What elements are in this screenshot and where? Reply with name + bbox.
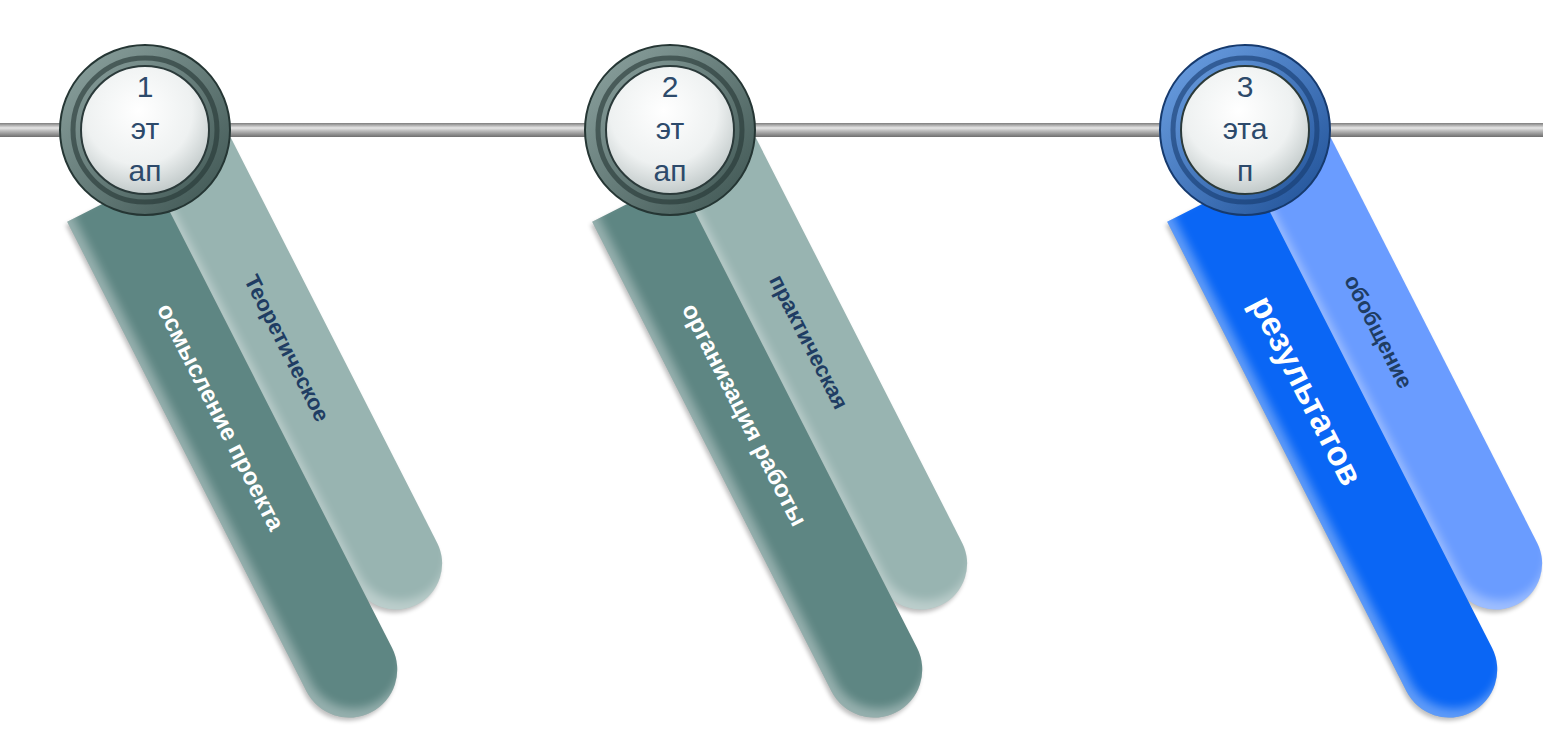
stage-label: 3 эта п (1221, 66, 1269, 192)
outer-ring (60, 45, 230, 215)
timeline-bar (1300, 123, 1543, 137)
timeline-connector (229, 123, 586, 137)
stage-circle: 3 эта п (1159, 44, 1331, 216)
stage-circle: 2 эт ап (584, 44, 756, 216)
ring-groove (73, 58, 217, 202)
inner-disc (81, 66, 209, 194)
ring-groove (1173, 58, 1317, 202)
inner-disc (606, 66, 734, 194)
stage-label: 2 эт ап (646, 66, 694, 192)
inner-disc (1181, 66, 1309, 194)
timeline-connector (754, 123, 1161, 137)
outer-ring (585, 45, 755, 215)
stage-label: 1 эт ап (121, 66, 169, 192)
outer-ring (1160, 45, 1330, 215)
ring-groove (598, 58, 742, 202)
stage-circle: 1 эт ап (59, 44, 231, 216)
